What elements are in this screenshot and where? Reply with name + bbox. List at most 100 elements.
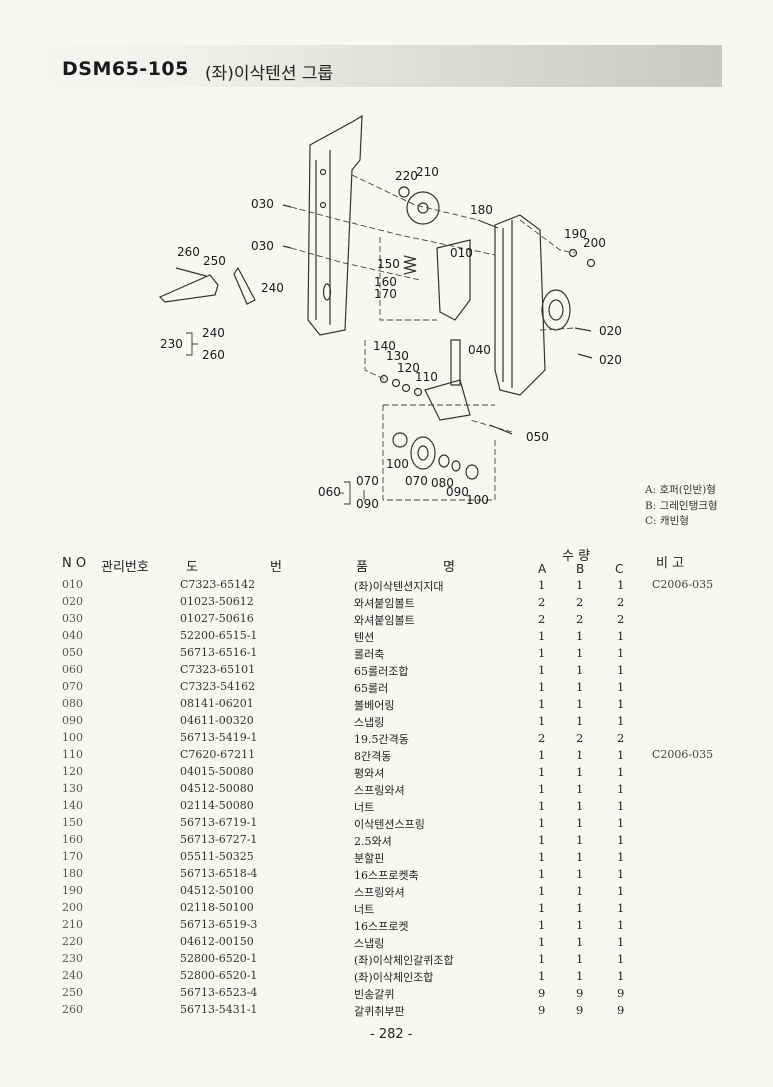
- row-part-number: C7323-65101: [180, 663, 256, 676]
- row-remark: C2006-035: [652, 578, 714, 591]
- callout-100a: 100: [386, 457, 409, 471]
- row-qty-a: 1: [538, 663, 546, 677]
- row-no: 190: [62, 884, 83, 897]
- callout-080: 080: [431, 476, 454, 490]
- callout-030a: 030: [251, 197, 274, 211]
- row-qty-b: 1: [576, 697, 584, 711]
- row-qty-c: 9: [617, 1003, 625, 1017]
- callout-030b: 030: [251, 239, 274, 253]
- row-part-name: (좌)이삭체인조합: [354, 971, 434, 984]
- row-qty-b: 1: [576, 782, 584, 796]
- row-part-number: 56713-6727-1: [180, 833, 258, 846]
- row-no: 210: [62, 918, 83, 931]
- row-part-number: C7323-65142: [180, 578, 256, 591]
- callout-090b: 090: [356, 497, 379, 511]
- callout-100b: 100: [466, 493, 489, 507]
- row-part-name: (좌)이삭텐션지지대: [354, 580, 444, 593]
- row-qty-c: 1: [617, 918, 625, 932]
- callout-060: 060: [318, 485, 341, 499]
- callout-160: 160: [374, 275, 397, 289]
- row-part-number: 02118-50100: [180, 901, 254, 914]
- rake: [158, 274, 219, 303]
- row-qty-c: 1: [617, 901, 625, 915]
- row-part-name: 분할핀: [354, 852, 385, 865]
- callout-260b: 260: [202, 348, 225, 362]
- row-qty-c: 1: [617, 748, 625, 762]
- row-qty-c: 1: [617, 782, 625, 796]
- callout-240b: 240: [202, 326, 225, 340]
- row-qty-c: 1: [617, 697, 625, 711]
- row-no: 010: [62, 578, 83, 591]
- row-part-number: 56713-6519-3: [180, 918, 258, 931]
- row-qty-c: 1: [617, 850, 625, 864]
- row-part-number: 56713-5431-1: [180, 1003, 258, 1016]
- row-no: 080: [62, 697, 83, 710]
- row-qty-a: 1: [538, 697, 546, 711]
- callout-190: 190: [564, 227, 587, 241]
- row-qty-a: 1: [538, 969, 546, 983]
- legend-a: A: 호퍼(인반)형: [645, 484, 716, 496]
- row-part-name: 와셔붙임볼트: [354, 597, 415, 610]
- tension-arm: [436, 239, 471, 321]
- callout-210: 210: [416, 165, 439, 179]
- row-part-name: 65롤러: [354, 682, 389, 695]
- row-no: 020: [62, 595, 83, 608]
- callout-220: 220: [395, 169, 418, 183]
- row-qty-c: 1: [617, 646, 625, 660]
- row-qty-b: 1: [576, 833, 584, 847]
- row-part-number: 56713-6516-1: [180, 646, 258, 659]
- callout-150: 150: [377, 257, 400, 271]
- row-part-name: (좌)이삭체인갈퀴조합: [354, 954, 454, 967]
- row-qty-a: 1: [538, 867, 546, 881]
- row-part-name: 8간격동: [354, 750, 392, 763]
- model-code: DSM65-105: [62, 58, 189, 80]
- row-part-number: 02114-50080: [180, 799, 254, 812]
- row-no: 220: [62, 935, 83, 948]
- row-qty-c: 1: [617, 714, 625, 728]
- row-no: 110: [62, 748, 83, 761]
- row-qty-c: 1: [617, 799, 625, 813]
- row-qty-a: 1: [538, 884, 546, 898]
- row-no: 170: [62, 850, 83, 863]
- callout-140: 140: [373, 339, 396, 353]
- row-no: 240: [62, 969, 83, 982]
- callout-070b: 070: [405, 474, 428, 488]
- row-qty-a: 9: [538, 1003, 546, 1017]
- row-qty-a: 1: [538, 850, 546, 864]
- row-qty-b: 1: [576, 918, 584, 932]
- row-part-name: 너트: [354, 903, 375, 916]
- row-part-name: 스프링와셔: [354, 784, 405, 797]
- row-qty-c: 1: [617, 629, 625, 643]
- row-part-number: C7620-67211: [180, 748, 256, 761]
- row-part-name: 볼베어링: [354, 699, 395, 712]
- page-number: - 282 -: [370, 1027, 413, 1042]
- row-part-number: 04512-50080: [180, 782, 254, 795]
- callout-110: 110: [415, 370, 438, 384]
- row-qty-c: 2: [617, 731, 625, 745]
- row-qty-b: 1: [576, 714, 584, 728]
- row-qty-b: 9: [576, 986, 584, 1000]
- header-bar: [0, 45, 722, 87]
- row-part-name: 2.5와셔: [354, 835, 392, 848]
- row-no: 070: [62, 680, 83, 693]
- row-qty-c: 1: [617, 833, 625, 847]
- row-part-number: 52800-6520-1: [180, 952, 258, 965]
- header-name-1: 품: [356, 560, 368, 575]
- row-part-number: 04512-50100: [180, 884, 254, 897]
- row-no: 050: [62, 646, 83, 659]
- row-qty-b: 9: [576, 1003, 584, 1017]
- row-no: 260: [62, 1003, 83, 1016]
- row-qty-a: 1: [538, 833, 546, 847]
- row-qty-b: 1: [576, 884, 584, 898]
